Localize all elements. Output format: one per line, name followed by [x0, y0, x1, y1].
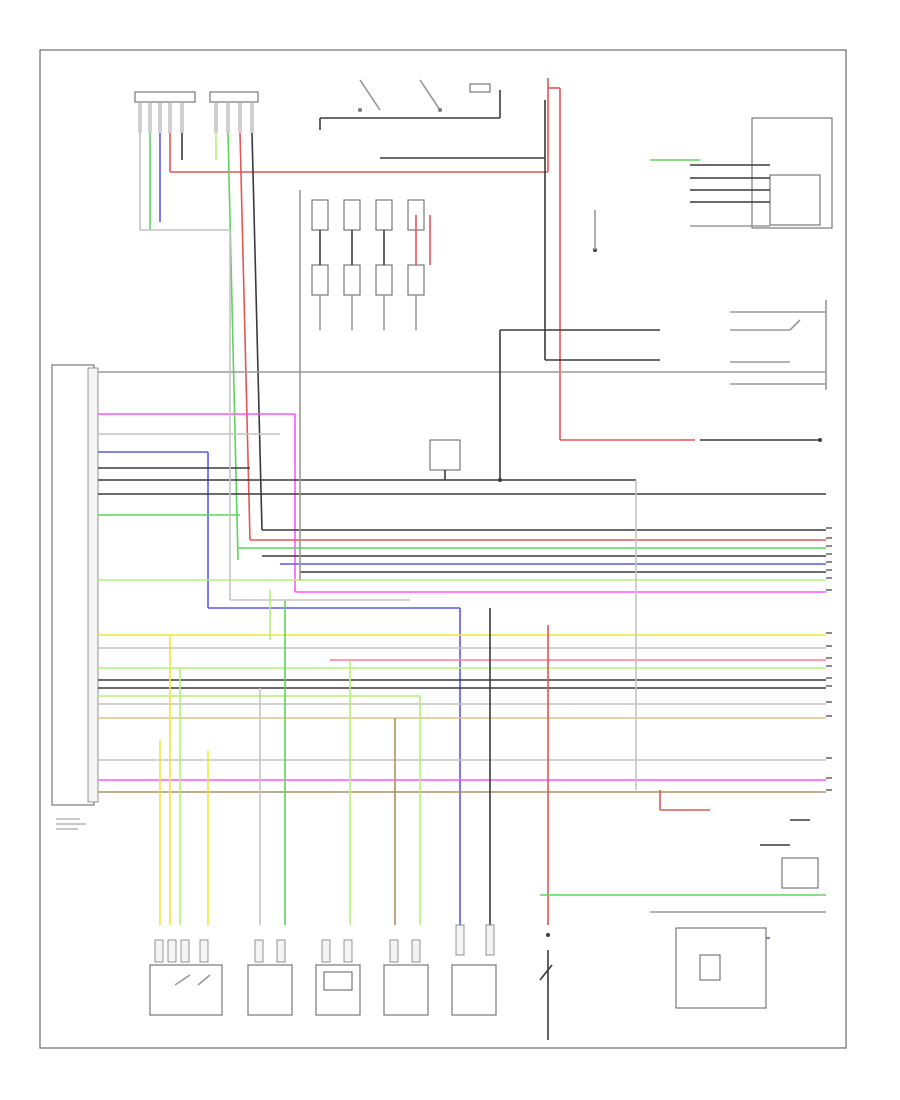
- sensor-drops: [159, 480, 826, 925]
- right-bottom-relay: [650, 819, 826, 1009]
- bottom-sensor-3: [315, 939, 361, 1016]
- horizontal-bus: [98, 371, 826, 925]
- top-switch-block: [319, 79, 501, 130]
- bottom-sensor-1: [149, 939, 223, 1016]
- bottom-sensor-4: [383, 939, 429, 1016]
- bottom-sensor-2: [247, 939, 293, 1016]
- right-mid-switches: [730, 300, 827, 390]
- relay-column: [311, 199, 431, 330]
- bottom-switch: [539, 933, 553, 1040]
- top-right-switch: [650, 117, 833, 229]
- bottom-sensor-5: [451, 924, 497, 1016]
- center-junction: [429, 210, 660, 482]
- lower-bus: [98, 634, 826, 793]
- power-trunk: [170, 78, 822, 442]
- left-vertical-feeds: [140, 190, 410, 640]
- top-left-feeds: [139, 132, 263, 561]
- top-left-connector-b: [209, 91, 259, 133]
- engine-control-module: [51, 364, 99, 830]
- diagram-frame: [39, 49, 847, 1049]
- top-left-connector-a: [134, 91, 196, 133]
- right-edge-terminals: [826, 527, 832, 791]
